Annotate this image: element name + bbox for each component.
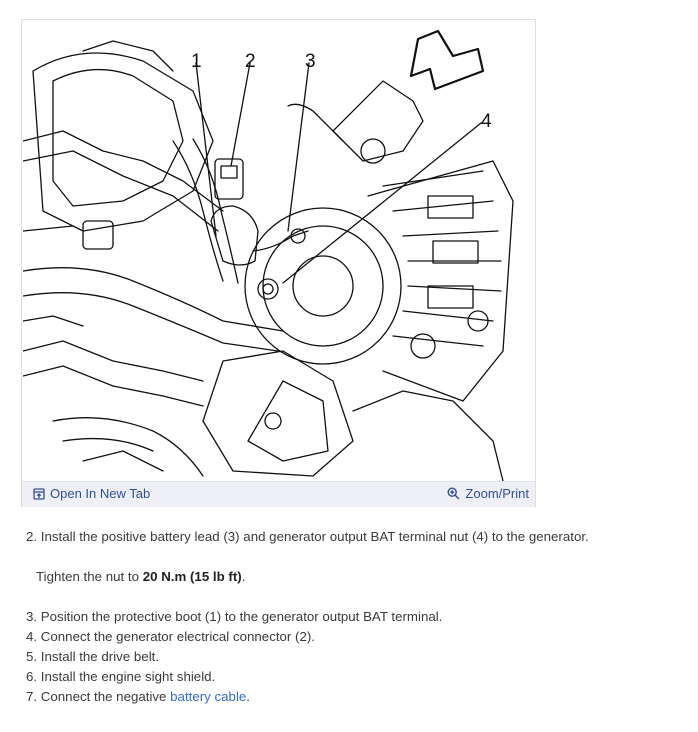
- open-in-new-tab-label: Open In New Tab: [50, 486, 151, 501]
- step-3: 3. Position the protective boot (1) to t…: [26, 609, 443, 624]
- instructions: 2. Install the positive battery lead (3)…: [26, 527, 676, 707]
- step-7-suffix: .: [246, 689, 250, 704]
- open-in-new-tab-icon: [33, 487, 45, 500]
- figure-toolbar: Open In New Tab Zoom/Print: [22, 481, 535, 507]
- callout-1: 1: [191, 51, 202, 72]
- tighten-instruction: Tighten the nut to 20 N.m (15 lb ft).: [26, 567, 676, 587]
- torque-value: 20 N.m (15 lb ft): [142, 569, 242, 584]
- callout-3: 3: [305, 51, 316, 72]
- zoom-in-icon: [447, 487, 460, 500]
- step-2: 2. Install the positive battery lead (3)…: [26, 529, 589, 544]
- zoom-print-button[interactable]: Zoom/Print: [447, 486, 529, 501]
- step-7-prefix: 7. Connect the negative: [26, 689, 171, 704]
- step-4: 4. Connect the generator electrical conn…: [26, 629, 315, 644]
- callout-4: 4: [481, 111, 492, 132]
- step-6: 6. Install the engine sight shield.: [26, 669, 216, 684]
- callout-2: 2: [245, 51, 256, 72]
- engine-illustration: [23, 21, 523, 481]
- tighten-prefix: Tighten the nut to: [36, 569, 143, 584]
- open-in-new-tab-button[interactable]: Open In New Tab: [33, 486, 150, 501]
- step-7: 7. Connect the negative battery cable.: [26, 687, 676, 707]
- battery-cable-link[interactable]: battery cable: [170, 689, 247, 704]
- tighten-suffix: .: [241, 569, 246, 584]
- step-5: 5. Install the drive belt.: [26, 649, 160, 664]
- zoom-print-label: Zoom/Print: [465, 486, 529, 501]
